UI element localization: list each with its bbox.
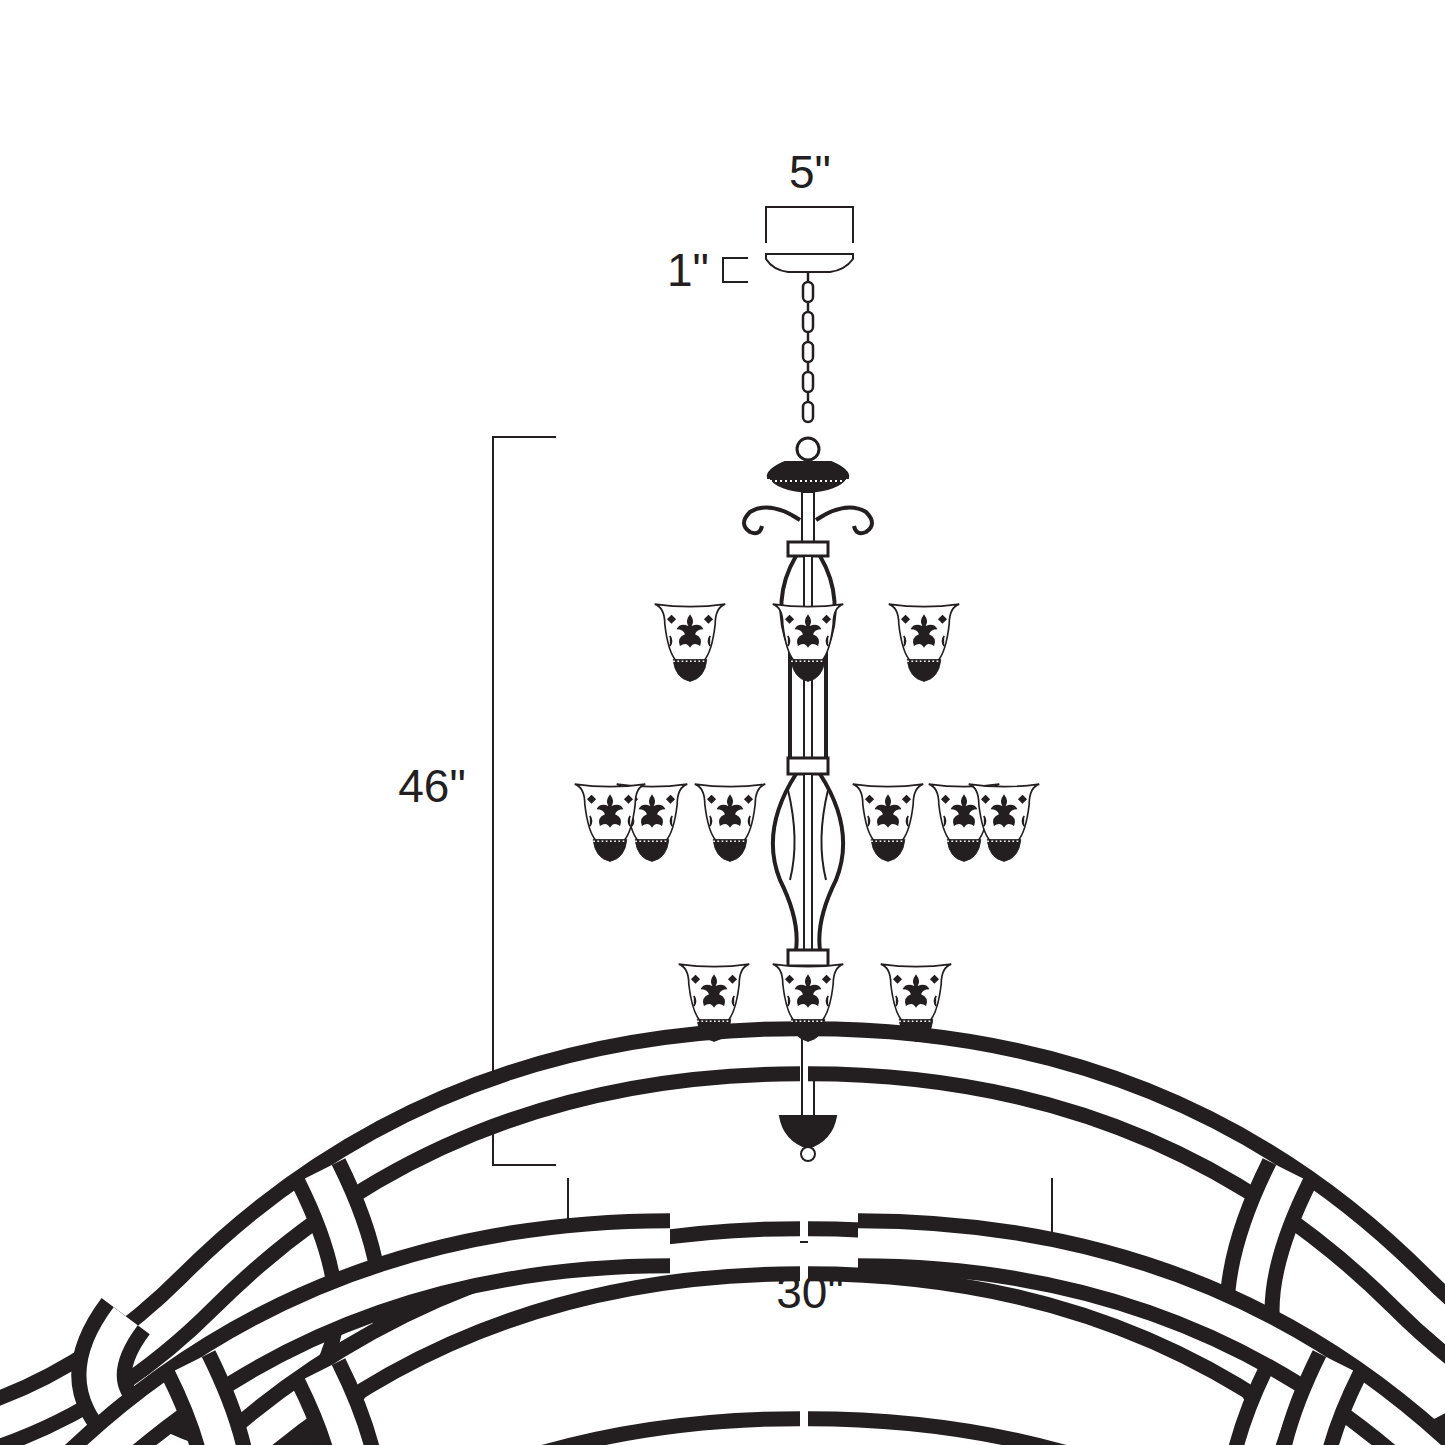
dimension-label: 30" bbox=[776, 1269, 844, 1315]
scroll-arms bbox=[0, 1051, 1445, 1445]
dimension-label: 5" bbox=[789, 149, 831, 195]
dimension-label: 1" bbox=[667, 247, 709, 293]
height-bracket bbox=[723, 258, 748, 282]
width-bracket bbox=[766, 207, 853, 243]
canopy bbox=[766, 254, 853, 272]
chain bbox=[803, 272, 813, 422]
dimension-label: 46" bbox=[398, 763, 466, 809]
glass-shades bbox=[575, 604, 1040, 1041]
